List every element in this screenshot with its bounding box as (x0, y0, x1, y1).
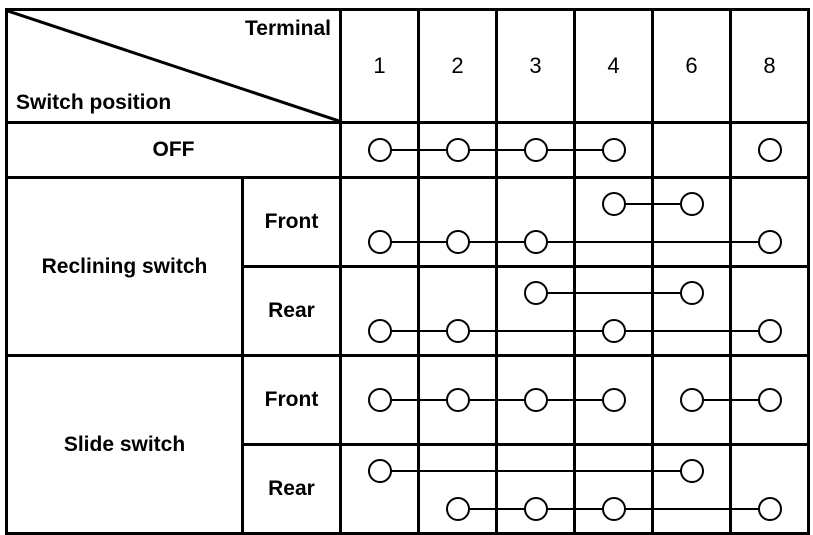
table-row: Rear (7, 265, 810, 357)
matrix-cell (729, 265, 810, 357)
matrix-cell (573, 176, 654, 268)
terminal-node (367, 318, 392, 343)
matrix-cell (651, 265, 732, 357)
terminal-node (757, 388, 782, 412)
terminal-col-8: 8 (729, 8, 810, 124)
terminal-node (445, 388, 470, 412)
terminal-node (601, 388, 626, 412)
terminal-col-4: 4 (573, 8, 654, 124)
terminal-number: 6 (685, 53, 698, 78)
terminal-node (601, 192, 626, 217)
matrix-cell (651, 121, 732, 179)
row-sub-label-front: Front (241, 354, 342, 446)
table-row: OFF (5, 121, 810, 179)
row-group-label-reclining-switch: Reclining switch (5, 176, 244, 357)
diagonal-divider-icon (8, 11, 339, 121)
row-label-off: OFF (5, 121, 342, 179)
terminal-col-1: 1 (339, 8, 420, 124)
terminal-node (757, 318, 782, 343)
continuity-line (535, 149, 614, 151)
continuity-line (457, 329, 614, 332)
table-header-row: Terminal Switch position 1 2 3 4 6 8 (5, 8, 810, 124)
terminal-node (523, 388, 548, 412)
continuity-line (613, 329, 770, 332)
switch-position-header-label: Switch position (16, 91, 172, 114)
continuity-line (379, 399, 614, 401)
continuity-line (691, 399, 770, 401)
terminal-node (367, 388, 392, 412)
terminal-number: 3 (529, 53, 542, 78)
terminal-col-6: 6 (651, 8, 732, 124)
terminal-node (601, 318, 626, 343)
terminal-number: 2 (451, 53, 464, 78)
matrix-cell (651, 176, 732, 268)
terminal-node (601, 138, 626, 162)
terminal-node (445, 496, 470, 521)
terminal-node (445, 138, 470, 162)
row-group-label-slide-switch: Slide switch (5, 354, 244, 535)
continuity-line (379, 149, 458, 151)
row-sub-label-rear: Rear (241, 265, 342, 357)
terminal-node (757, 229, 782, 254)
matrix-cell (495, 265, 576, 357)
terminal-node (523, 229, 548, 254)
terminal-node (523, 496, 548, 521)
terminal-node (679, 192, 704, 217)
header-diagonal-cell: Terminal Switch position (5, 8, 342, 124)
terminal-node (523, 138, 548, 162)
terminal-node (679, 459, 704, 484)
terminal-col-3: 3 (495, 8, 576, 124)
terminal-node (445, 318, 470, 343)
terminal-node (757, 496, 782, 521)
terminal-node (523, 281, 548, 306)
terminal-node (757, 138, 782, 162)
terminal-col-2: 2 (417, 8, 498, 124)
terminal-node (367, 229, 392, 254)
terminal-node (679, 281, 704, 306)
terminal-node (601, 496, 626, 521)
continuity-line (379, 329, 458, 332)
table-row: Reclining switch Front (5, 176, 810, 357)
terminal-node (367, 138, 392, 162)
continuity-line (457, 149, 536, 151)
row-sub-label-front: Front (241, 176, 342, 268)
terminal-node (445, 229, 470, 254)
terminal-number: 1 (373, 53, 386, 78)
continuity-table: Terminal Switch position 1 2 3 4 6 8 OFF (5, 8, 810, 535)
matrix-cell (651, 443, 732, 535)
terminal-header-label: Terminal (245, 17, 331, 40)
terminal-node (367, 459, 392, 484)
continuity-line (535, 292, 692, 295)
continuity-line (535, 240, 770, 243)
terminal-node (679, 388, 704, 412)
terminal-number: 8 (763, 53, 776, 78)
terminal-number: 4 (607, 53, 620, 78)
continuity-line (379, 470, 692, 473)
continuity-line (613, 203, 692, 206)
